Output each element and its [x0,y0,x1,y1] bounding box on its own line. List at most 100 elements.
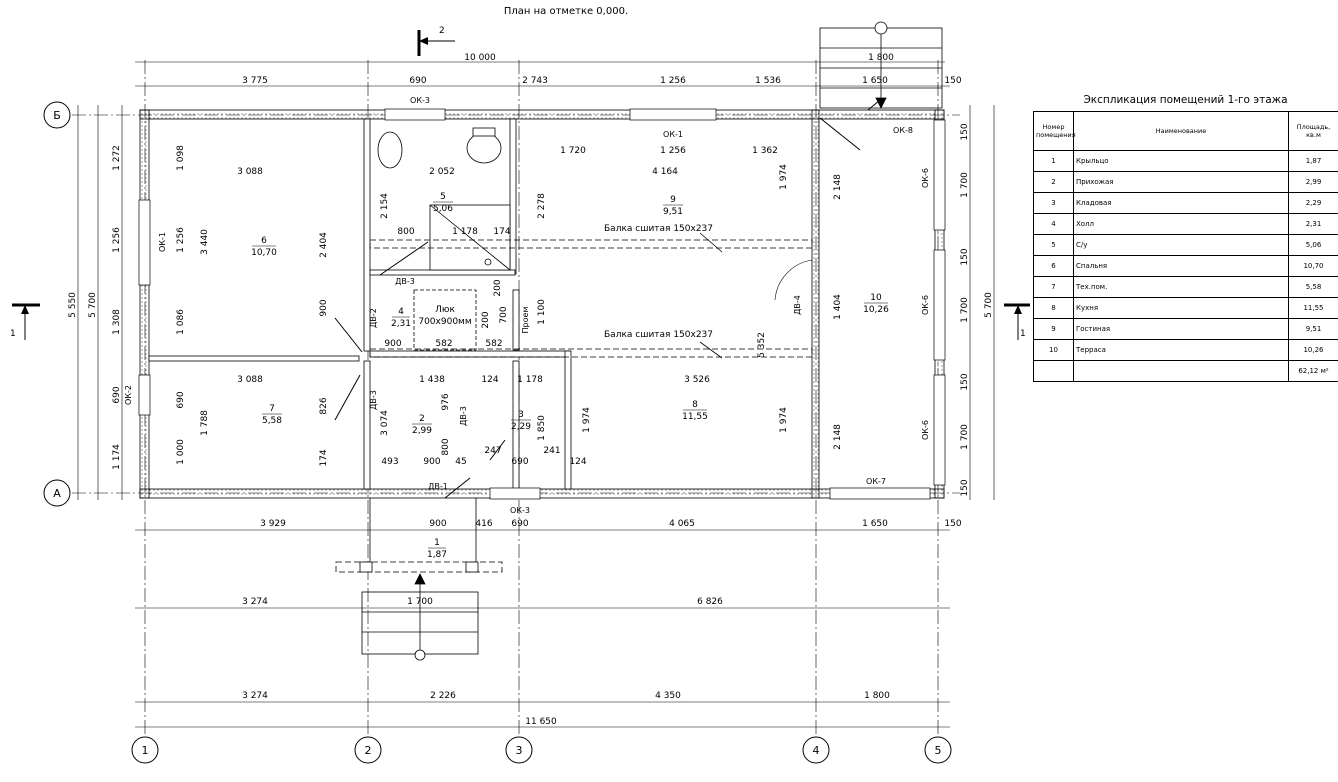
window-label: ОК-8 [893,126,913,135]
dim-inner-v: 2 154 [380,193,390,219]
cell-total-area: 62,12 м² [1288,360,1338,382]
cell-num: 7 [1033,276,1074,298]
door-label: ДВ-1 [428,482,448,491]
door-label: ДВ-2 [369,308,378,328]
dim-inner-v: 3 440 [200,229,210,255]
dim-right-2: 1 700 [960,172,970,198]
windows [138,108,946,500]
door-label: ДВ-4 [793,295,802,315]
axis-label-4: 4 [813,744,820,757]
cell-area: 2,29 [1288,192,1338,214]
room-number: 9 [670,195,676,205]
cell-name: Прихожая [1073,171,1289,193]
dim-inner-v: 2 148 [833,174,843,200]
explication-table: Номер помещения Наименование Площадь, кв… [1033,111,1338,382]
room-area: 2,29 [511,422,531,432]
room-tag-2: 2 2,99 [412,414,432,436]
dim-left-inner-2: 1 256 [176,227,186,253]
cell-num: 5 [1033,234,1074,256]
room-tag-1: 1 1,87 [427,538,447,560]
room-tag-3: 3 2,29 [511,410,531,432]
dim-inner: 3 088 [237,375,263,385]
dim-inner: 582 [435,339,452,349]
dim-top-porch: 1 800 [868,53,894,63]
dim-left-inner-3: 1 086 [176,309,186,335]
dim-inner: 690 [511,457,528,467]
axis-bubbles: Б А 1 2 3 4 5 [43,101,952,764]
cell-name: Кладовая [1073,192,1289,214]
dim-inner: 45 [455,457,466,467]
dim-right-6: 1 700 [960,424,970,450]
bathroom-fixtures [377,127,511,271]
dim-inner-v: 826 [319,397,329,414]
dim-bottom2-3: 6 826 [697,597,723,607]
explication-header-row: Номер помещения Наименование Площадь, кв… [1033,111,1338,151]
dim-right-7: 150 [960,479,970,496]
room-area: 1,87 [427,550,447,560]
dim-top-7: 150 [944,76,961,86]
axis-label-5: 5 [935,744,942,757]
cell-empty [1073,360,1289,382]
dim-left-outer-1: 5 550 [68,292,78,318]
window-label: ОК-3 [510,506,530,515]
room-area: 2,31 [391,319,411,329]
window-label: ОК-6 [921,168,930,188]
axis-label-b: Б [53,109,61,122]
dim-left-3: 1 308 [112,309,122,335]
beam-label-upper: Балка сшитая 150х237 [604,224,713,234]
dim-inner-v: 200 [481,311,491,328]
dimension-lines [77,61,995,728]
header-room-name: Наименование [1073,111,1289,151]
dim-bottom1-7: 150 [944,519,961,529]
dim-right-1: 150 [960,123,970,140]
dim-inner: 1 362 [752,146,778,156]
cell-area: 2,99 [1288,171,1338,193]
dim-top-4: 1 256 [660,76,686,86]
room-area: 10,26 [863,305,889,315]
room-number: 6 [261,236,267,246]
dim-inner: 2 052 [429,167,455,177]
dim-inner: 1 178 [452,227,478,237]
room-number: 2 [419,414,425,424]
dim-inner-v: 5 352 [757,332,767,358]
dim-bottom2-1: 3 274 [242,597,268,607]
dim-inner-v: 1 974 [582,407,592,433]
room-area: 10,70 [251,248,277,258]
dim-inner-group: 3 088 2 052 1 720 1 256 1 362 4 164 800 … [237,146,778,467]
room-tags: 1 1,87 2 2,99 3 2,29 4 2,31 5 5,06 6 10,… [251,192,889,560]
cell-area: 9,51 [1288,318,1338,340]
hatch-size: 700х900мм [418,317,471,327]
room-tag-6: 6 10,70 [251,236,277,258]
room-area: 9,51 [663,207,683,217]
window-label: ОК-3 [410,96,430,105]
drawing-title: План на отметке 0,000. [504,6,628,17]
dim-inner: 247 [484,446,501,456]
window-labels: ОК-3 ОК-1 ОК-1 ОК-2 ОК-3 ОК-6 ОК-6 ОК-6 … [124,96,930,515]
dim-bottom3-1: 3 274 [242,691,268,701]
dim-bottom3-4: 1 800 [864,691,890,701]
dim-inner: 1 256 [660,146,686,156]
room-number: 5 [440,192,446,202]
room-area: 2,99 [412,426,432,436]
room-number: 7 [269,404,275,414]
dim-left-group: 5 550 5 700 1 272 1 256 1 308 690 1 174 … [68,145,186,470]
cell-num: 3 [1033,192,1074,214]
dim-inner: 900 [423,457,440,467]
cell-num: 10 [1033,339,1074,361]
cell-name: Спальня [1073,255,1289,277]
window-label: ОК-1 [663,130,683,139]
axis-label-2: 2 [365,744,372,757]
room-number: 4 [398,307,404,317]
cell-area: 5,06 [1288,234,1338,256]
cell-num: 2 [1033,171,1074,193]
room-tag-10: 10 10,26 [863,293,889,315]
section-mark-label: 2 [439,26,445,36]
door-label: ДВ-3 [369,390,378,410]
room-area: 5,06 [433,204,453,214]
room-tag-5: 5 5,06 [433,192,453,214]
cell-empty [1033,360,1074,382]
